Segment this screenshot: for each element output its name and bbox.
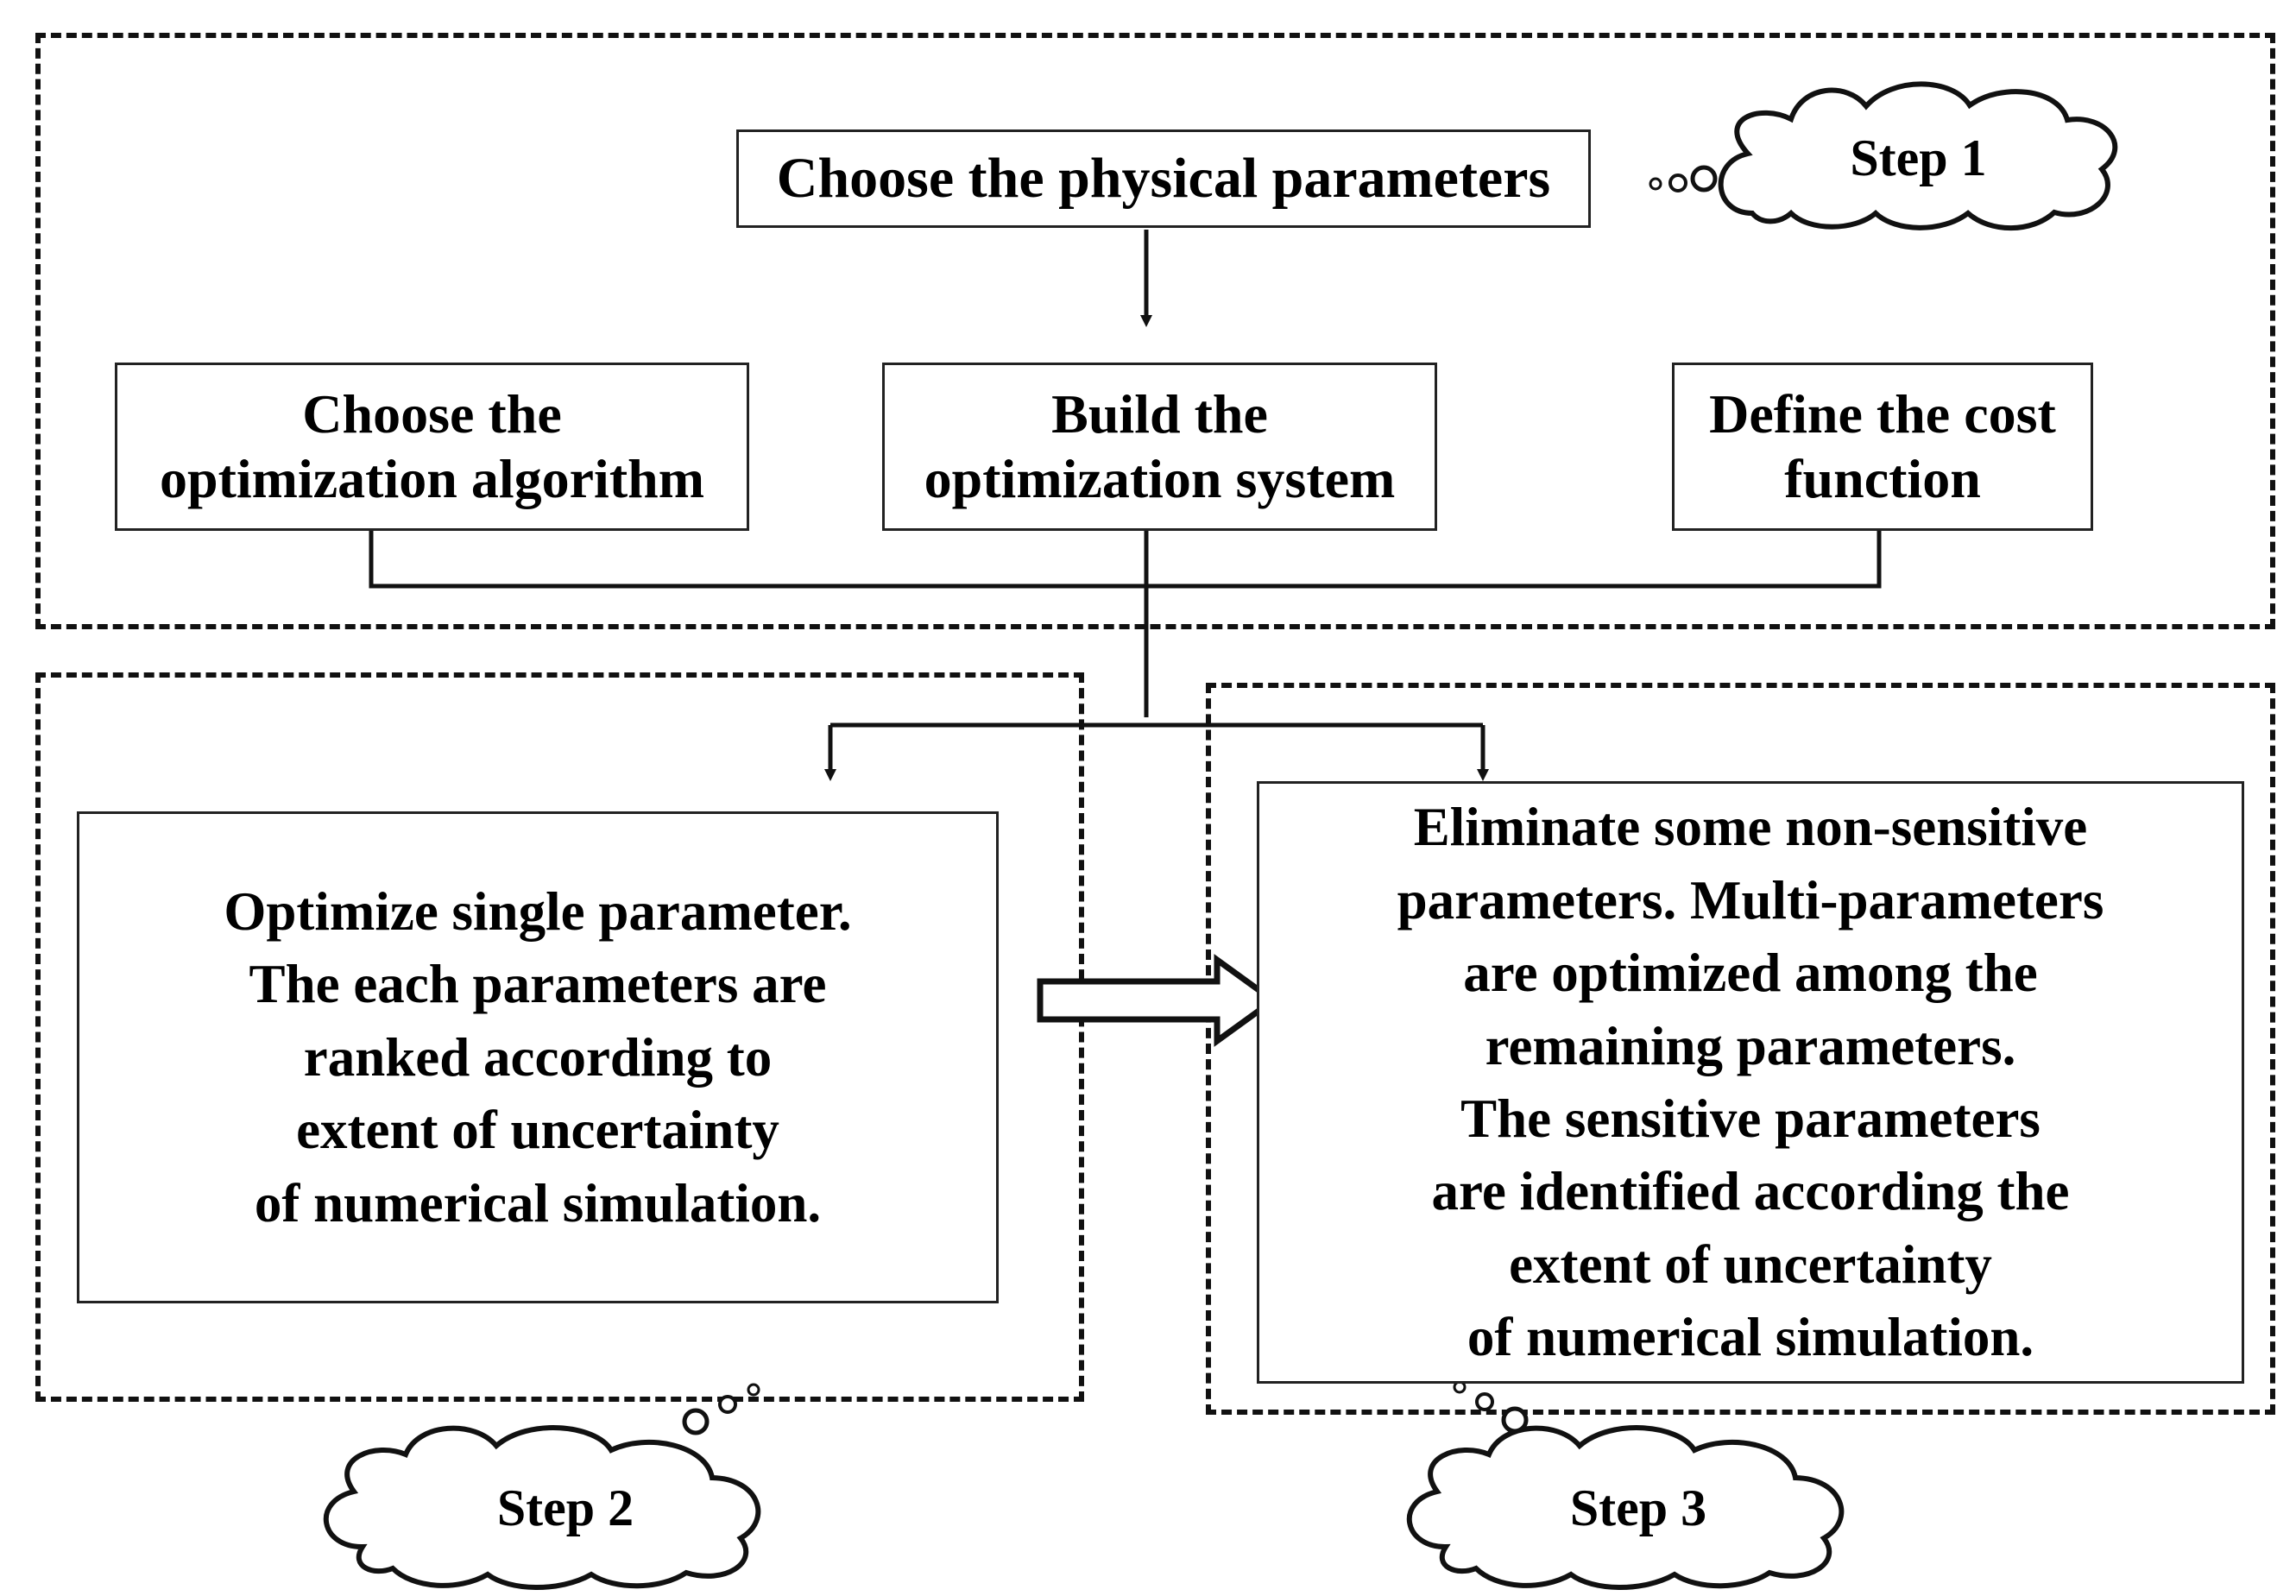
eliminate-non-sensitive-parameters-box: Eliminate some non-sensitive parameters.… xyxy=(1257,781,2244,1384)
step3-line-5: The sensitive parameters xyxy=(1460,1088,2041,1149)
step1-label: Step 1 xyxy=(1850,129,1987,186)
cost-line-2: function xyxy=(1784,447,1981,509)
step3-line-6: are identified according the xyxy=(1431,1161,2070,1222)
cost-line-1: Define the cost xyxy=(1709,382,2056,445)
choose-optimization-algorithm-box: Choose the optimization algorithm xyxy=(115,363,749,531)
system-line-2: optimization system xyxy=(924,447,1396,509)
step3-line-4: remaining parameters. xyxy=(1485,1015,2016,1076)
algorithm-line-2: optimization algorithm xyxy=(159,447,705,509)
step2-line-2: The each parameters are xyxy=(249,954,827,1015)
step1-dashed-region xyxy=(35,33,2275,629)
step3-line-1: Eliminate some non-sensitive xyxy=(1413,797,2088,858)
choose-physical-parameters-box: Choose the physical parameters xyxy=(736,129,1591,228)
build-optimization-system-box: Build the optimization system xyxy=(882,363,1437,531)
choose-physical-parameters-text: Choose the physical parameters xyxy=(776,147,1551,211)
step2-label: Step 2 xyxy=(496,1479,634,1536)
step3-line-7: extent of uncertainty xyxy=(1509,1233,1992,1295)
system-line-1: Build the xyxy=(1051,382,1268,445)
step2-line-5: of numerical simulation. xyxy=(254,1172,822,1233)
step2-line-1: Optimize single parameter. xyxy=(224,880,852,942)
define-cost-function-box: Define the cost function xyxy=(1672,363,2093,531)
step3-label: Step 3 xyxy=(1569,1479,1707,1536)
step2-line-3: ranked according to xyxy=(303,1026,773,1088)
step3-line-8: of numerical simulation. xyxy=(1467,1307,2034,1368)
step3-line-3: are optimized among the xyxy=(1463,943,2038,1004)
algorithm-line-1: Choose the xyxy=(302,382,562,445)
step3-line-2: parameters. Multi-parameters xyxy=(1397,869,2104,930)
optimize-single-parameter-box: Optimize single parameter. The each para… xyxy=(77,811,999,1303)
step2-line-4: extent of uncertainty xyxy=(296,1100,779,1161)
